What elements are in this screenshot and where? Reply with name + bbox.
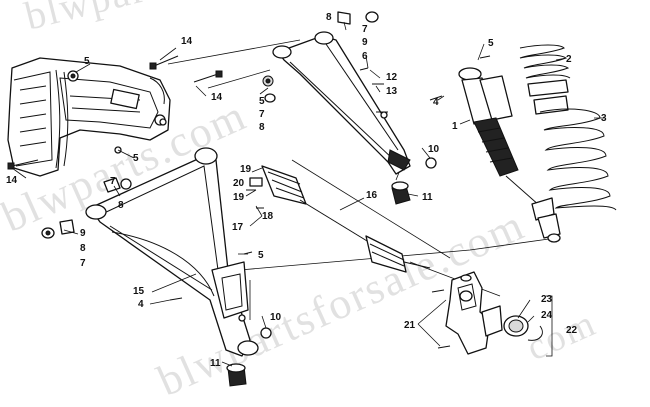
ball-joint-lower	[226, 363, 247, 387]
callout-23: 23	[541, 294, 553, 305]
callout-8-lower: 8	[80, 243, 86, 254]
callout-11-upper: 11	[422, 192, 433, 203]
callout-5-frame-lower: 5	[133, 153, 139, 164]
callout-7-upper: 7	[259, 109, 265, 120]
callout-20: 20	[233, 178, 245, 189]
steering-knuckle	[445, 271, 503, 355]
callout-7-frame: 7	[110, 176, 116, 187]
callout-3: 3	[601, 113, 607, 124]
callout-14-mid: 14	[211, 92, 223, 103]
callout-24: 24	[541, 310, 553, 321]
bolts	[7, 55, 491, 349]
ball-joint-upper	[391, 181, 411, 205]
retaining-ring-upper	[425, 157, 437, 169]
callout-19-lower: 19	[233, 192, 245, 203]
callout-10-lower: 10	[270, 312, 282, 323]
callout-14-top: 14	[181, 36, 193, 47]
callout-21: 21	[404, 320, 416, 331]
callout-labels: 14 5 14 5 14 5 7 8 8 7 9 6 12 13 10 11 5…	[6, 12, 607, 369]
upper-a-arm	[272, 31, 411, 175]
drive-axle	[246, 165, 431, 273]
upper-bushings	[41, 11, 379, 239]
callout-5-lower-arm: 5	[258, 250, 264, 261]
callout-9-lower: 9	[80, 228, 86, 239]
vehicle-frame	[7, 57, 171, 177]
callout-10-upper: 10	[428, 144, 440, 155]
callout-6: 6	[362, 51, 368, 62]
callout-17: 17	[232, 222, 244, 233]
callout-15: 15	[133, 286, 145, 297]
callout-2: 2	[566, 54, 572, 65]
shock-absorber	[458, 67, 561, 243]
retaining-ring-lower	[260, 327, 272, 339]
callout-11-lower: 11	[210, 358, 221, 369]
callout-8-top: 8	[326, 12, 332, 23]
callout-5-frame: 5	[84, 56, 90, 67]
callout-7-lower: 7	[80, 258, 86, 269]
callout-19-top: 19	[240, 164, 252, 175]
callout-9-top: 9	[362, 37, 368, 48]
callout-1: 1	[452, 121, 458, 132]
spring-lower	[539, 108, 617, 211]
callout-8-frame: 8	[118, 200, 124, 211]
callout-12: 12	[386, 72, 398, 83]
callout-4-shock: 4	[433, 97, 439, 108]
callout-18: 18	[262, 211, 274, 222]
callout-16: 16	[366, 190, 378, 201]
callout-4-lower-arm: 4	[138, 299, 144, 310]
callout-14-left: 14	[6, 175, 18, 186]
callout-8-upper: 8	[259, 122, 265, 133]
callout-5-shock: 5	[488, 38, 494, 49]
callout-22: 22	[566, 325, 578, 336]
callout-13: 13	[386, 86, 398, 97]
callout-7-top: 7	[362, 24, 368, 35]
lower-a-arm	[85, 147, 259, 357]
wheel-bearing	[503, 315, 543, 341]
spring-upper	[519, 44, 571, 115]
callout-5-upper: 5	[259, 96, 265, 107]
leader-lines	[11, 21, 604, 367]
